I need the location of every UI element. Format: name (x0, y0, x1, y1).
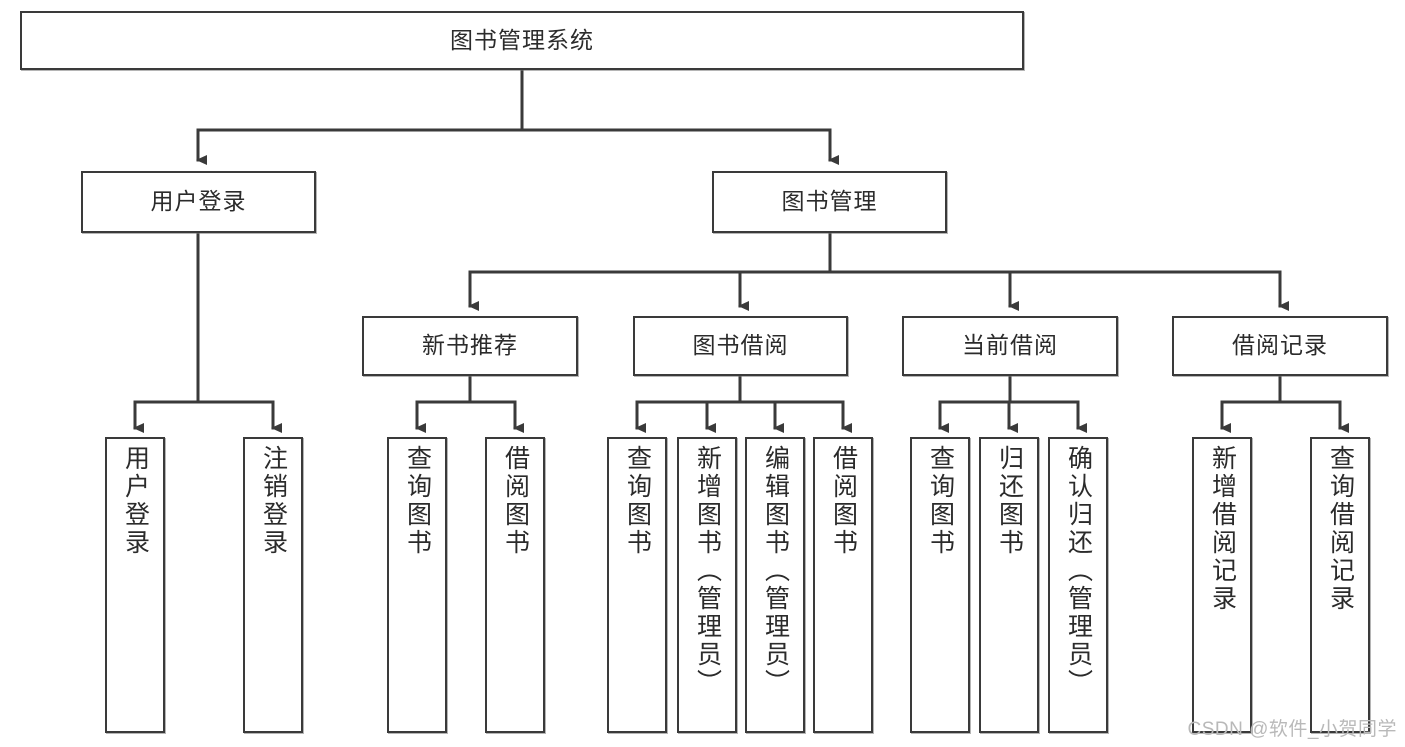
node-label: 用户登录 (121, 445, 150, 557)
node-label: 借阅记录 (1232, 332, 1328, 359)
leaf-book-borrow-borrow[interactable]: 借阅图书 (813, 437, 873, 733)
node-label: 确认归还（管理员） (1064, 445, 1093, 697)
leaf-user-login-logout[interactable]: 注销登录 (243, 437, 303, 733)
node-new-book-recommend[interactable]: 新书推荐 (362, 316, 578, 376)
leaf-book-borrow-edit[interactable]: 编辑图书（管理员） (745, 437, 805, 733)
leaf-borrow-record-add[interactable]: 新增借阅记录 (1192, 437, 1252, 733)
node-label: 新增图书（管理员） (693, 445, 722, 697)
node-user-login[interactable]: 用户登录 (81, 171, 316, 233)
node-label: 用户登录 (150, 188, 247, 215)
node-label: 查询借阅记录 (1326, 445, 1355, 613)
node-book-borrow[interactable]: 图书借阅 (633, 316, 848, 376)
node-label: 查询图书 (623, 445, 652, 557)
node-book-management[interactable]: 图书管理 (712, 171, 947, 233)
leaf-book-borrow-add[interactable]: 新增图书（管理员） (677, 437, 737, 733)
leaf-current-borrow-return[interactable]: 归还图书 (979, 437, 1039, 733)
node-label: 图书借阅 (692, 332, 789, 359)
node-current-borrow[interactable]: 当前借阅 (902, 316, 1118, 376)
node-label: 注销登录 (259, 445, 288, 557)
leaf-new-book-borrow[interactable]: 借阅图书 (485, 437, 545, 733)
leaf-borrow-record-query[interactable]: 查询借阅记录 (1310, 437, 1370, 733)
node-label: 编辑图书（管理员） (761, 445, 790, 697)
leaf-new-book-query[interactable]: 查询图书 (387, 437, 447, 733)
node-label: 新增借阅记录 (1208, 445, 1237, 613)
node-label: 新书推荐 (422, 332, 518, 359)
node-root-book-management-system[interactable]: 图书管理系统 (20, 11, 1024, 70)
node-label: 查询图书 (926, 445, 955, 557)
node-label: 借阅图书 (501, 445, 530, 557)
leaf-book-borrow-query[interactable]: 查询图书 (607, 437, 667, 733)
leaf-current-borrow-query[interactable]: 查询图书 (910, 437, 970, 733)
node-label: 归还图书 (995, 445, 1024, 557)
node-label: 借阅图书 (829, 445, 858, 557)
node-label: 查询图书 (403, 445, 432, 557)
node-borrow-record[interactable]: 借阅记录 (1172, 316, 1388, 376)
node-label: 图书管理 (781, 188, 878, 215)
leaf-current-borrow-confirm-return[interactable]: 确认归还（管理员） (1048, 437, 1108, 733)
leaf-user-login-login[interactable]: 用户登录 (105, 437, 165, 733)
node-label: 图书管理系统 (450, 26, 594, 53)
node-label: 当前借阅 (962, 332, 1058, 359)
